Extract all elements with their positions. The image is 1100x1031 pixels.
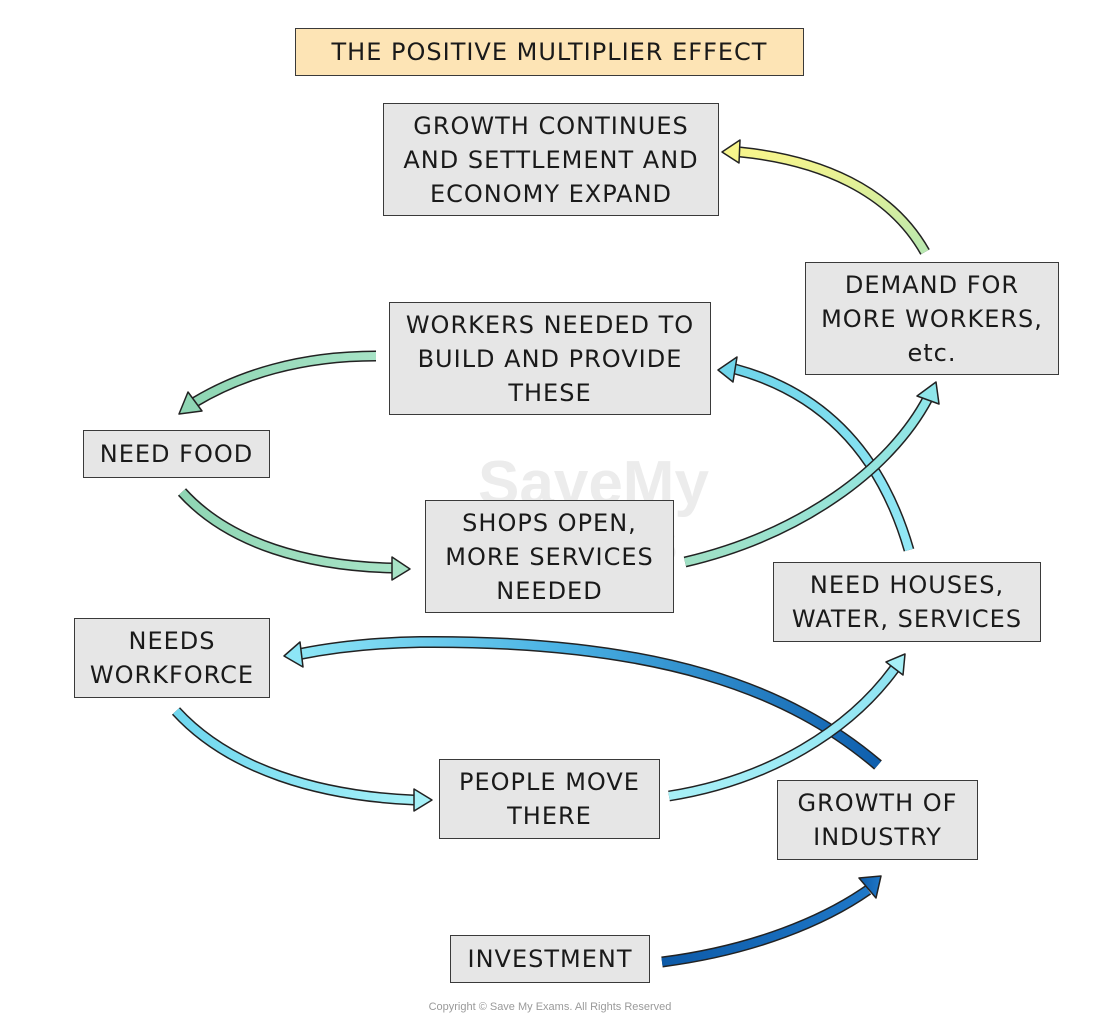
box-growth-of-industry: GROWTH OF INDUSTRY xyxy=(777,780,978,860)
box-investment: INVESTMENT xyxy=(450,935,650,983)
arrow-shops-to-demand xyxy=(683,381,940,568)
box-demand-for-more-workers: DEMAND FOR MORE WORKERS, etc. xyxy=(805,262,1059,375)
arrow-industry-to-workforce xyxy=(283,635,882,770)
box-need-food: NEED FOOD xyxy=(83,430,270,478)
arrow-workers-to-food xyxy=(178,350,377,415)
diagram-title: THE POSITIVE MULTIPLIER EFFECT xyxy=(295,28,804,76)
arrow-houses-to-workers xyxy=(717,356,915,552)
arrow-demand-to-growth xyxy=(721,139,930,255)
arrow-workforce-to-people xyxy=(171,707,433,812)
copyright-notice: Copyright © Save My Exams. All Rights Re… xyxy=(428,1001,672,1013)
box-shops-open: SHOPS OPEN, MORE SERVICES NEEDED xyxy=(425,500,674,613)
arrow-investment-to-industry xyxy=(661,875,882,968)
box-growth-continues: GROWTH CONTINUES AND SETTLEMENT AND ECON… xyxy=(383,103,719,216)
box-people-move-there: PEOPLE MOVE THERE xyxy=(439,759,660,839)
box-workers-needed: WORKERS NEEDED TO BUILD AND PROVIDE THES… xyxy=(389,302,711,415)
arrow-food-to-shops xyxy=(177,488,411,581)
box-need-houses: NEED HOUSES, WATER, SERVICES xyxy=(773,562,1041,642)
box-needs-workforce: NEEDS WORKFORCE xyxy=(74,618,270,698)
arrow-people-to-houses xyxy=(668,653,906,802)
